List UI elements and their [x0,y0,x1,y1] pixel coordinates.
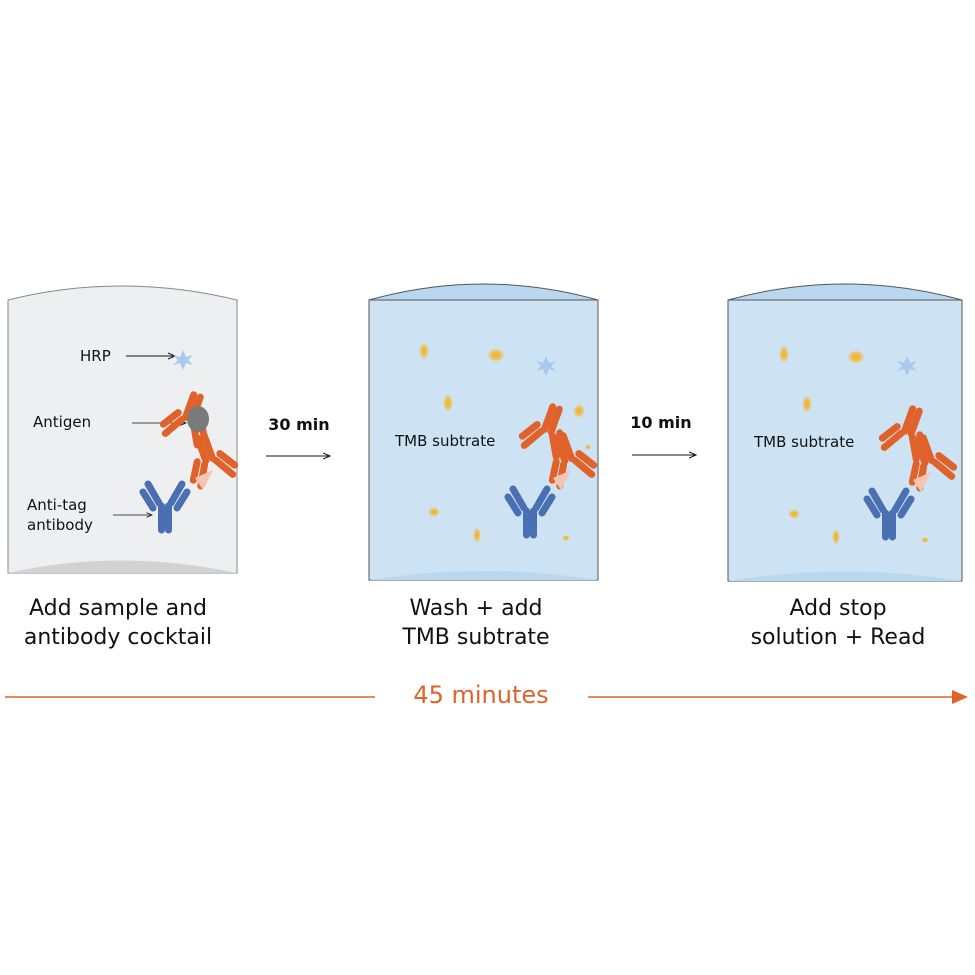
hrp-icon [536,356,556,376]
step-3-caption-line2: solution + Read [751,625,926,650]
step-1-caption-line1: Add sample and [29,596,207,621]
timeline: 45 minutes [5,681,968,709]
substrate-label-3: TMB subtrate [753,433,854,451]
timeline-arrowhead-icon [952,690,968,704]
tube-step-3: TMB subtrate [727,283,963,582]
antigen-icon [187,406,209,432]
tube-step-1: HRP Antigen Anti-tag antibody [7,285,237,574]
transition-label-1: 30 min [268,415,329,434]
timeline-label: 45 minutes [413,681,548,709]
step-1-caption-line2: antibody cocktail [24,625,212,650]
step-2-caption-line1: Wash + add [409,596,542,621]
step-2-caption-line2: TMB subtrate [401,625,549,650]
antitag-label-line1: Anti-tag [27,496,87,514]
tag-link-icon [195,470,213,490]
tmb-droplets [779,345,929,545]
step-3-caption-line1: Add stop [789,596,886,621]
transition-label-2: 10 min [630,413,691,432]
tag-link-icon [553,470,571,490]
tmb-droplets [419,342,591,543]
hrp-label: HRP [80,347,111,365]
tag-link-icon [913,472,931,492]
antitag-label-line2: antibody [27,516,93,534]
hrp-icon [897,356,917,376]
tube-step-2: TMB subtrate [368,283,598,581]
hrp-icon [173,350,193,370]
substrate-label-2: TMB subtrate [394,432,495,450]
antigen-label: Antigen [33,413,91,431]
